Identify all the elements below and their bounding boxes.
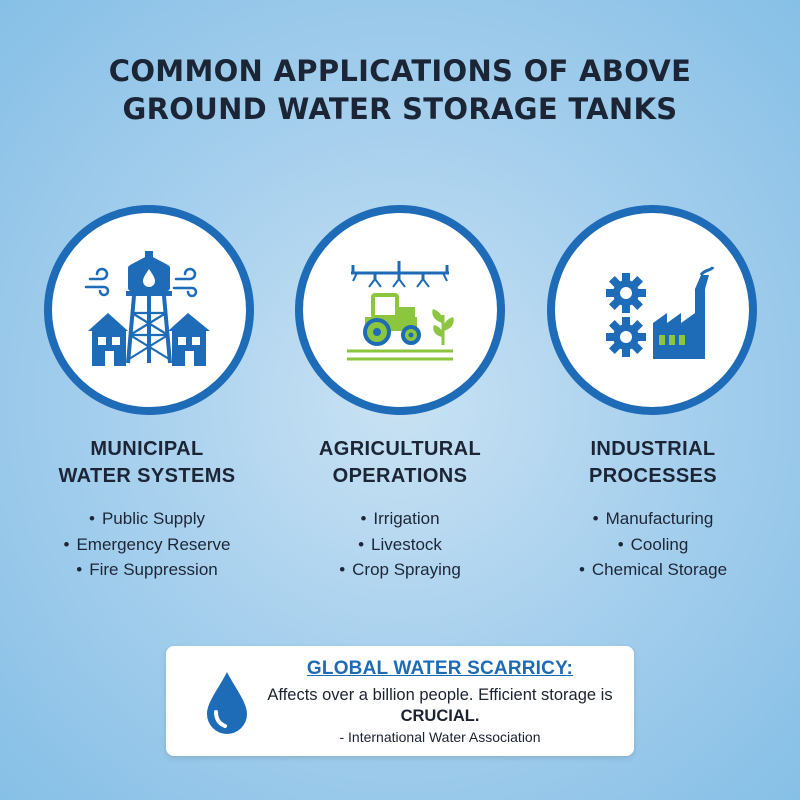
list-item: Chemical Storage bbox=[523, 557, 783, 583]
list-item: Livestock bbox=[270, 532, 530, 558]
agricultural-title: AGRICULTURAL OPERATIONS bbox=[318, 438, 482, 487]
water-tower-icon bbox=[84, 251, 210, 366]
tractor-irrigation-icon bbox=[347, 261, 454, 361]
water-scarcity-callout: GLOBAL WATER SCARRICY: Affects over a bi… bbox=[166, 646, 634, 756]
callout-heading: GLOBAL WATER SCARRICY: bbox=[306, 658, 574, 679]
page-title-line-1: COMMON APPLICATIONS OF ABOVE bbox=[108, 54, 692, 88]
callout-body-emphasis: CRUCIAL. bbox=[400, 707, 480, 725]
page-title: COMMON APPLICATIONS OF ABOVE GROUND WATE… bbox=[0, 52, 800, 128]
list-item: Crop Spraying bbox=[270, 557, 530, 583]
industrial-title: INDUSTRIAL PROCESSES bbox=[588, 438, 718, 487]
agricultural-icon-circle bbox=[295, 205, 505, 415]
callout-body-text: Affects over a billion people. Efficient… bbox=[267, 686, 613, 704]
water-drop-icon bbox=[207, 672, 247, 734]
municipal-title: MUNICIPAL WATER SYSTEMS bbox=[58, 438, 236, 487]
list-item: Public Supply bbox=[17, 506, 277, 532]
callout-body: Affects over a billion people. Efficient… bbox=[262, 685, 618, 727]
agricultural-list: Irrigation Livestock Crop Spraying bbox=[270, 506, 530, 583]
list-item: Emergency Reserve bbox=[17, 532, 277, 558]
list-item: Manufacturing bbox=[523, 506, 783, 532]
municipal-list: Public Supply Emergency Reserve Fire Sup… bbox=[17, 506, 277, 583]
factory-gears-icon bbox=[606, 266, 715, 359]
municipal-icon-circle bbox=[44, 205, 254, 415]
callout-source: - International Water Association bbox=[339, 729, 541, 745]
list-item: Fire Suppression bbox=[17, 557, 277, 583]
industrial-list: Manufacturing Cooling Chemical Storage bbox=[523, 506, 783, 583]
page-title-line-2: GROUND WATER STORAGE TANKS bbox=[122, 92, 678, 126]
list-item: Cooling bbox=[523, 532, 783, 558]
list-item: Irrigation bbox=[270, 506, 530, 532]
industrial-icon-circle bbox=[547, 205, 757, 415]
